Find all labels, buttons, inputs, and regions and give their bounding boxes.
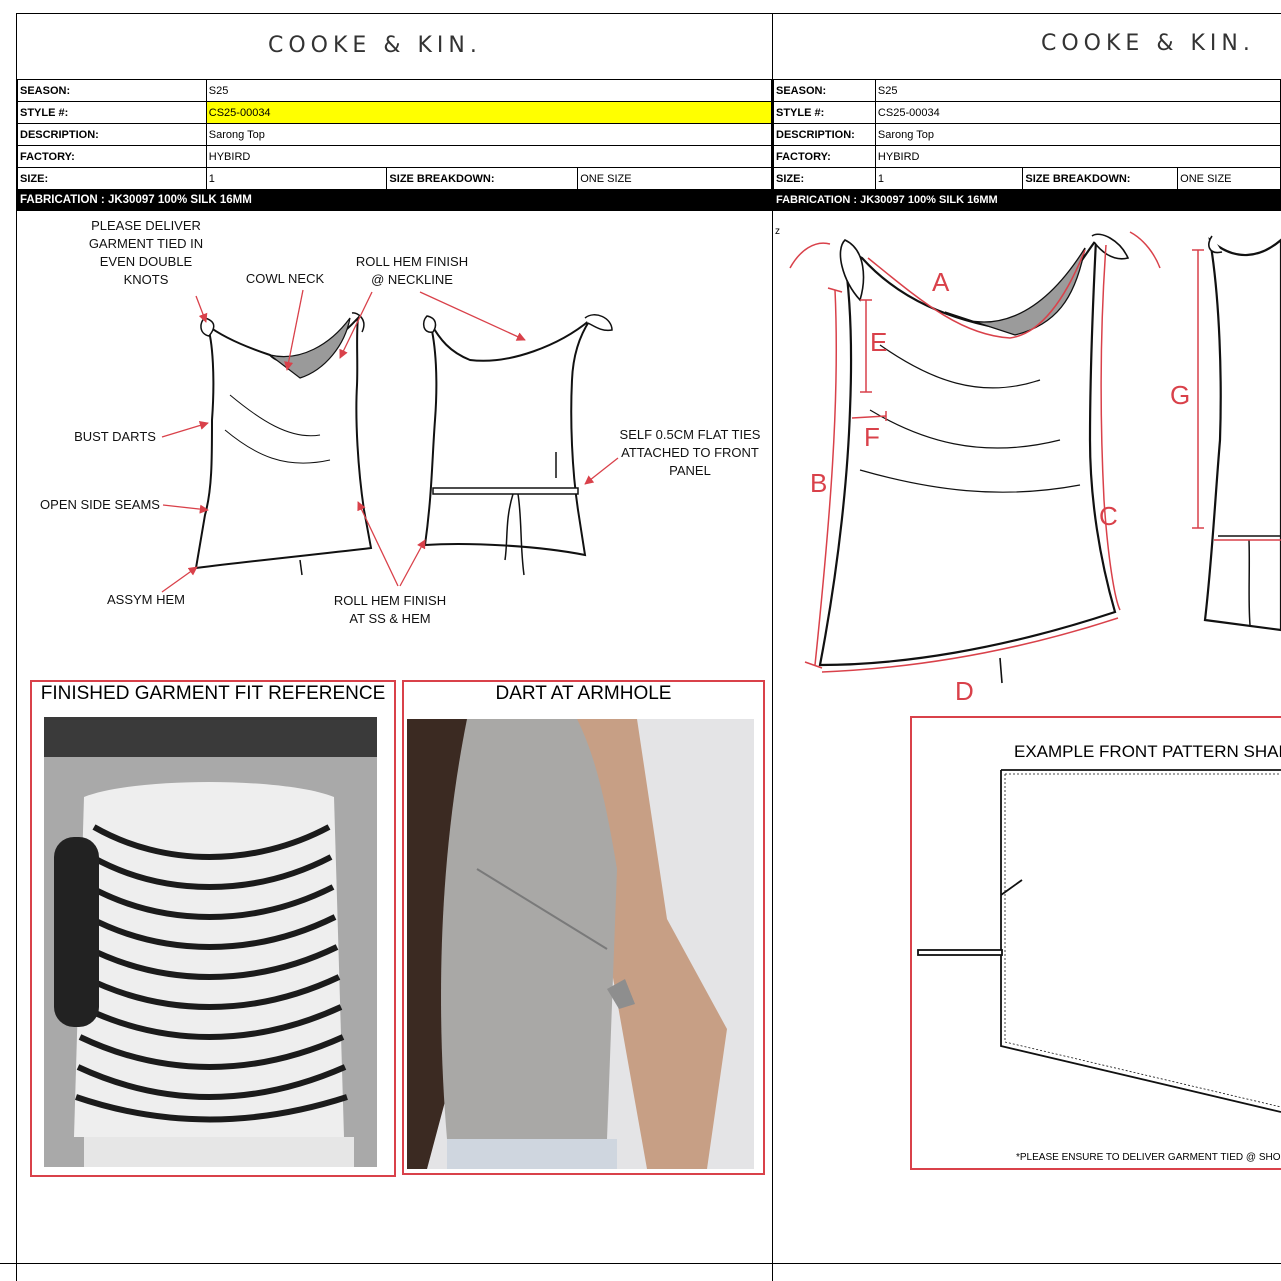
- season-value-right: S25: [874, 79, 1281, 102]
- back-flat: [422, 314, 613, 576]
- brand-logo-right: COOKE & KIN.: [1041, 31, 1255, 56]
- flat-sketch-front-back: [161, 289, 619, 593]
- point-b: B: [810, 468, 827, 498]
- point-d: D: [955, 676, 974, 706]
- point-a: A: [932, 267, 950, 297]
- style-value: CS25-00034: [205, 101, 773, 124]
- factory-label: FACTORY:: [17, 145, 207, 168]
- callout-roll-neckline: ROLL HEM FINISH @ NECKLINE: [355, 254, 469, 287]
- description-row-right: DESCRIPTION: Sarong Top: [773, 123, 1281, 146]
- callout-flat-ties: SELF 0.5CM FLAT TIES ATTACHED TO FRONT P…: [619, 427, 761, 478]
- fabrication-bar-left: FABRICATION : JK30097 100% SILK 16MM: [17, 190, 772, 211]
- measurement-sketch: A B C D E F G: [789, 231, 1281, 706]
- left-border: [16, 13, 17, 1281]
- size-breakdown-label-right: SIZE BREAKDOWN:: [1022, 167, 1179, 190]
- spec-table-right: SEASON: S25 STYLE #: CS25-00034 DESCRIPT…: [773, 79, 1281, 190]
- point-e: E: [870, 327, 887, 357]
- size-row: SIZE: 1 SIZE BREAKDOWN: ONE SIZE: [17, 167, 772, 190]
- season-row-right: SEASON: S25: [773, 79, 1281, 102]
- season-row: SEASON: S25: [17, 79, 773, 102]
- season-label-right: SEASON:: [773, 79, 876, 102]
- callout-cowl-neck: COWL NECK: [245, 271, 325, 286]
- fit-reference-title: FINISHED GARMENT FIT REFERENCE: [40, 683, 386, 704]
- size-breakdown-value: ONE SIZE: [577, 167, 772, 190]
- top-border: [16, 13, 1281, 14]
- bottom-left-tick: [0, 1263, 16, 1264]
- front-flat: [194, 312, 373, 576]
- size-label: SIZE:: [17, 167, 207, 190]
- description-label-right: DESCRIPTION:: [773, 123, 876, 146]
- fit-reference-box: [30, 680, 396, 1177]
- description-value-right: Sarong Top: [874, 123, 1281, 146]
- style-row-right: STYLE #: CS25-00034: [773, 101, 1281, 124]
- dart-reference-photo: [407, 719, 754, 1169]
- fabrication-bar-right: FABRICATION : JK30097 100% SILK 16MM: [773, 190, 1281, 211]
- description-row: DESCRIPTION: Sarong Top: [17, 123, 773, 146]
- callout-tied: PLEASE DELIVER GARMENT TIED IN EVEN DOUB…: [88, 218, 204, 287]
- pattern-note: *PLEASE ENSURE TO DELIVER GARMENT TIED @…: [1016, 1152, 1281, 1163]
- callout-assym-hem: ASSYM HEM: [106, 592, 185, 607]
- size-row-right: SIZE: 1 SIZE BREAKDOWN: ONE SIZE: [773, 167, 1281, 190]
- point-f: F: [864, 422, 880, 452]
- striped-top-illustration: [44, 717, 377, 1167]
- factory-value-right: HYBIRD: [874, 145, 1281, 168]
- size-label-right: SIZE:: [773, 167, 876, 190]
- dart-reference-box: [402, 680, 765, 1175]
- brand-logo-left: COOKE & KIN.: [268, 33, 482, 58]
- point-g: G: [1170, 380, 1190, 410]
- fit-reference-photo: [44, 717, 377, 1167]
- grey-top-illustration: [407, 719, 754, 1169]
- factory-label-right: FACTORY:: [773, 145, 876, 168]
- dart-reference-title: DART AT ARMHOLE: [495, 683, 672, 704]
- size-value-right: 1: [874, 167, 1024, 190]
- style-value-right: CS25-00034: [874, 101, 1281, 124]
- style-label-right: STYLE #:: [773, 101, 876, 124]
- pattern-shape-drawing: [917, 769, 1281, 1113]
- callout-bust-darts: BUST DARTS: [74, 429, 156, 444]
- callout-roll-ss-hem: ROLL HEM FINISH AT SS & HEM: [333, 593, 447, 626]
- pattern-title: EXAMPLE FRONT PATTERN SHAP: [1014, 742, 1281, 761]
- sheet-divider: [772, 13, 773, 1281]
- pattern-box: [910, 716, 1281, 1170]
- style-row: STYLE #: CS25-00034: [17, 101, 773, 124]
- size-breakdown-label: SIZE BREAKDOWN:: [386, 167, 579, 190]
- z-mark: z: [775, 226, 780, 237]
- bottom-border: [16, 1263, 1281, 1264]
- size-breakdown-value-right: ONE SIZE: [1177, 167, 1281, 190]
- description-label: DESCRIPTION:: [17, 123, 207, 146]
- point-c: C: [1099, 501, 1118, 531]
- callout-open-side-seams: OPEN SIDE SEAMS: [40, 497, 160, 512]
- factory-row-right: FACTORY: HYBIRD: [773, 145, 1281, 168]
- spec-table-left: SEASON: S25 STYLE #: CS25-00034 DESCRIPT…: [17, 79, 773, 190]
- callout-arrows: [161, 289, 619, 593]
